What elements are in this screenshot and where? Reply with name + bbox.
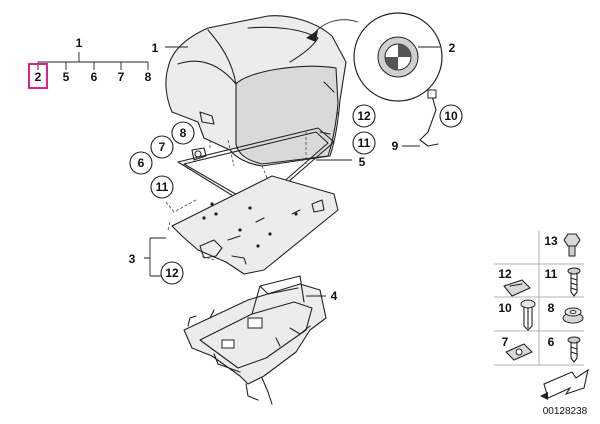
drawing-number: 00128238 xyxy=(543,406,588,417)
direction-arrow-icon xyxy=(540,368,589,400)
callout-9[interactable]: 9 xyxy=(392,139,399,153)
legend-8: 8 xyxy=(548,301,555,315)
tree-root-label: 1 xyxy=(76,36,83,50)
emblem-icon xyxy=(385,44,411,70)
callout-4[interactable]: 4 xyxy=(331,289,338,303)
tree-child-5[interactable]: 5 xyxy=(63,70,70,84)
detail-callouts: 12 11 10 8 7 6 11 12 xyxy=(129,104,463,285)
arrow-icon xyxy=(306,30,318,42)
legend-12: 12 xyxy=(498,267,512,281)
callout-12-lower[interactable]: 12 xyxy=(165,266,179,280)
top-case-shell[interactable]: 1 xyxy=(152,15,347,167)
callout-6[interactable]: 6 xyxy=(138,156,145,170)
legend-6: 6 xyxy=(548,335,555,349)
emblem-detail[interactable]: 2 xyxy=(306,12,456,102)
legend-7: 7 xyxy=(502,335,509,349)
callout-7[interactable]: 7 xyxy=(159,140,166,154)
hex-bolt-icon xyxy=(563,233,581,257)
mounting-tray[interactable]: 4 xyxy=(183,275,338,405)
cable-part[interactable]: 9 xyxy=(392,89,439,153)
assembly-tree: 1 2 5 6 7 8 xyxy=(28,36,152,89)
callout-11-lower[interactable]: 11 xyxy=(156,180,169,194)
highlight-box[interactable] xyxy=(28,63,48,89)
legend-13: 13 xyxy=(544,234,558,248)
callout-10[interactable]: 10 xyxy=(444,109,458,123)
pan-screw-icon xyxy=(567,336,581,363)
screw-icon xyxy=(567,267,581,297)
callout-12-upper[interactable]: 12 xyxy=(357,109,371,123)
hardware-legend: 13 12 11 10 8 xyxy=(494,231,589,417)
expansion-rivet-icon xyxy=(520,299,536,331)
tree-child-7[interactable]: 7 xyxy=(118,70,125,84)
legend-10: 10 xyxy=(498,301,512,315)
tree-child-6[interactable]: 6 xyxy=(91,70,98,84)
clip-nut-icon xyxy=(505,343,533,361)
callout-8[interactable]: 8 xyxy=(180,126,187,140)
callout-11-upper[interactable]: 11 xyxy=(358,136,371,150)
tree-child-2[interactable]: 2 xyxy=(35,70,42,84)
callout-3[interactable]: 3 xyxy=(129,252,136,266)
tree-branches xyxy=(37,52,149,70)
guide-lines xyxy=(165,112,339,261)
legend-11: 11 xyxy=(545,267,558,281)
tree-child-8[interactable]: 8 xyxy=(145,70,152,84)
grommet-icon xyxy=(562,307,584,324)
callout-1[interactable]: 1 xyxy=(152,41,159,55)
callout-3-group: 3 xyxy=(129,237,166,277)
spring-clip-icon xyxy=(503,279,531,297)
seal-frame[interactable]: 5 xyxy=(177,127,366,211)
base-plate[interactable] xyxy=(171,175,339,275)
callout-2[interactable]: 2 xyxy=(449,41,456,55)
callout-5[interactable]: 5 xyxy=(359,155,366,169)
